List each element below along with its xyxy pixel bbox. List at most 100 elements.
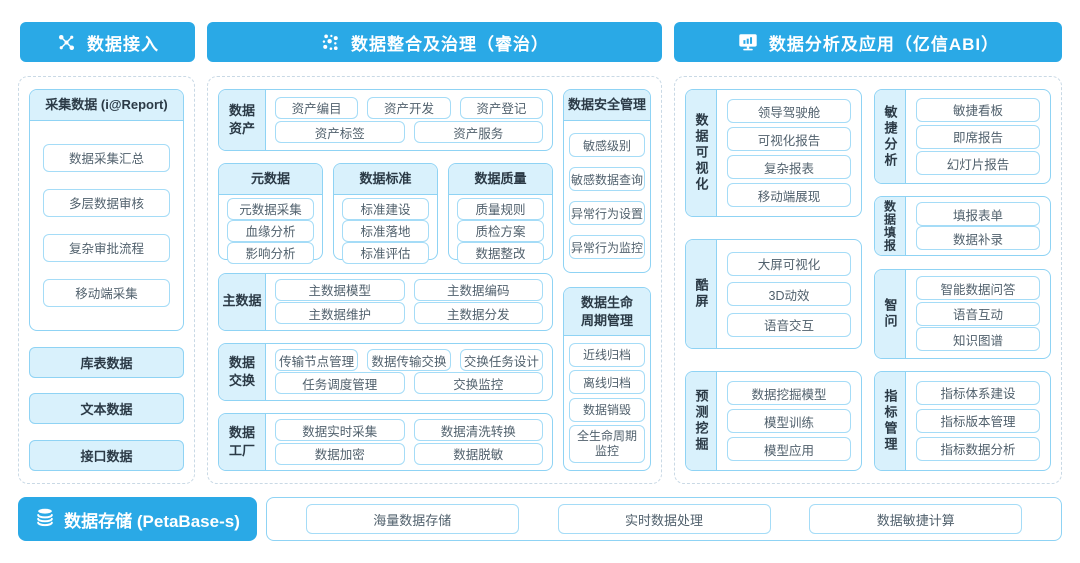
group-label: 预测挖掘 (686, 372, 717, 470)
feature-box: 数据加密 (275, 442, 405, 465)
header-data-storage: 数据存储 (PetaBase-s) (18, 497, 257, 541)
group-metadata: 元数据 元数据采集 血缘分析 影响分析 (218, 163, 323, 264)
feature-box: 模型训练 (727, 409, 851, 433)
feature-box: 数据传输交换 (367, 349, 451, 372)
source-box-api-data: 接口数据 (29, 439, 184, 471)
feature-box: 异常行为设置 (569, 201, 645, 226)
feature-box: 数据敏捷计算 (809, 504, 1023, 534)
feature-box: 主数据模型 (275, 278, 405, 301)
feature-box: 指标数据分析 (916, 436, 1040, 461)
monitor-chart-icon (737, 31, 759, 53)
group-data-reporting: 数据填报 填报表单 数据补录 (874, 196, 1051, 257)
group-title: 数据安全管理 (564, 90, 650, 121)
group-label: 酷屏 (686, 240, 717, 348)
feature-box: 数据实时采集 (275, 419, 405, 442)
group-indicator-management: 指标管理 指标体系建设 指标版本管理 指标数据分析 (874, 370, 1051, 471)
group-ireport-collection: 采集数据 (i@Report) 数据采集汇总 多层数据审核 复杂审批流程 移动端… (29, 89, 184, 331)
feature-box: 领导驾驶舱 (727, 99, 851, 123)
feature-box: 3D动效 (727, 282, 851, 306)
feature-box: 质检方案 (457, 219, 544, 242)
header-label: 数据存储 (PetaBase-s) (64, 511, 240, 531)
feature-box: 海量数据存储 (305, 504, 519, 534)
feature-box: 资产编目 (275, 96, 359, 119)
group-label: 数据可视化 (686, 90, 717, 216)
feature-box: 资产标签 (275, 121, 405, 144)
feature-box: 多层数据审核 (43, 188, 170, 217)
feature-box: 数据补录 (916, 226, 1040, 251)
group-label: 数据 交换 (219, 343, 266, 400)
source-box-table-data: 库表数据 (29, 346, 184, 378)
group-data-standard: 数据标准 标准建设 标准落地 标准评估 (333, 163, 438, 264)
dots-cluster-icon (320, 32, 341, 53)
feature-box: 影响分析 (227, 241, 314, 264)
database-icon (35, 506, 55, 533)
feature-box: 标准落地 (342, 219, 429, 242)
group-cool-screen: 酷屏 大屏可视化 3D动效 语音交互 (685, 239, 862, 349)
panel-data-analysis: 数据可视化 领导驾驶舱 可视化报告 复杂报表 移动端展现 酷屏 大屏可视化 3D… (674, 76, 1062, 484)
feature-box: 主数据分发 (413, 302, 543, 325)
group-master-data: 主数据 主数据模型 主数据编码 主数据维护 主数据分发 (218, 272, 553, 331)
group-data-factory: 数据 工厂 数据实时采集 数据清洗转换 数据加密 数据脱敏 (218, 413, 553, 471)
panel-data-governance: 数据 资产 资产编目 资产开发 资产登记 资产标签 资产服务 元数据 (207, 76, 662, 484)
feature-box: 资产服务 (413, 121, 543, 144)
feature-box: 指标体系建设 (916, 380, 1040, 405)
group-data-lifecycle: 数据生命 周期管理 近线归档 离线归档 数据销毁 全生命周期 监控 (563, 287, 651, 471)
feature-box: 语音互动 (916, 301, 1040, 326)
group-data-security: 数据安全管理 敏感级别 敏感数据查询 异常行为设置 异常行为监控 (563, 89, 651, 273)
group-label: 敏捷分析 (875, 90, 906, 183)
network-nodes-icon (56, 32, 77, 53)
header-label: 数据整合及治理（睿治） (351, 34, 549, 54)
feature-box: 交换监控 (413, 372, 543, 395)
group-label: 主数据 (219, 273, 266, 330)
feature-box: 敏感数据查询 (569, 167, 645, 192)
feature-box: 复杂报表 (727, 155, 851, 179)
storage-capabilities-box: 海量数据存储 实时数据处理 数据敏捷计算 (266, 497, 1062, 541)
feature-box: 数据采集汇总 (43, 143, 170, 172)
feature-box: 智能数据问答 (916, 276, 1040, 301)
feature-box: 大屏可视化 (727, 251, 851, 276)
feature-box: 主数据编码 (413, 278, 543, 301)
feature-box: 即席报告 (916, 124, 1040, 149)
group-data-exchange: 数据 交换 传输节点管理 数据传输交换 交换任务设计 任务调度管理 交换监控 (218, 342, 553, 401)
group-title: 元数据 (219, 164, 322, 195)
feature-box: 标准评估 (342, 241, 429, 264)
header-data-governance: 数据整合及治理（睿治） (207, 22, 662, 62)
group-title: 数据标准 (334, 164, 437, 195)
feature-box: 实时数据处理 (557, 504, 771, 534)
header-data-ingest: 数据接入 (20, 22, 195, 62)
group-title: 数据质量 (449, 164, 552, 195)
feature-box: 元数据采集 (227, 197, 314, 220)
feature-box: 数据整改 (457, 241, 544, 264)
feature-box: 异常行为监控 (569, 235, 645, 260)
feature-box: 指标版本管理 (916, 408, 1040, 433)
feature-box: 资产开发 (367, 96, 451, 119)
group-smart-qa: 智问 智能数据问答 语音互动 知识图谱 (874, 268, 1051, 359)
feature-box: 敏捷看板 (916, 97, 1040, 122)
group-label: 数据 资产 (219, 90, 266, 150)
header-data-analysis: 数据分析及应用（亿信ABI） (674, 22, 1062, 62)
feature-box: 移动端采集 (43, 278, 170, 307)
feature-box: 全生命周期 监控 (569, 425, 645, 464)
group-title: 数据生命 周期管理 (564, 288, 650, 337)
feature-box: 幻灯片报告 (916, 151, 1040, 176)
feature-box: 数据销毁 (569, 397, 645, 422)
header-label: 数据分析及应用（亿信ABI） (768, 34, 1000, 54)
feature-box: 任务调度管理 (275, 372, 405, 395)
feature-box: 血缘分析 (227, 219, 314, 242)
group-agile-analysis: 敏捷分析 敏捷看板 即席报告 幻灯片报告 (874, 89, 1051, 184)
group-data-visualization: 数据可视化 领导驾驶舱 可视化报告 复杂报表 移动端展现 (685, 89, 862, 217)
feature-box: 知识图谱 (916, 327, 1040, 352)
group-title: 采集数据 (i@Report) (30, 90, 183, 121)
feature-box: 可视化报告 (727, 127, 851, 151)
source-box-text-data: 文本数据 (29, 393, 184, 425)
feature-box: 敏感级别 (569, 133, 645, 158)
header-label: 数据接入 (87, 34, 159, 54)
feature-box: 移动端展现 (727, 183, 851, 207)
feature-box: 数据挖掘模型 (727, 381, 851, 405)
group-label: 数据填报 (875, 197, 906, 256)
feature-box: 近线归档 (569, 342, 645, 367)
feature-box: 模型应用 (727, 437, 851, 461)
group-data-asset: 数据 资产 资产编目 资产开发 资产登记 资产标签 资产服务 (218, 89, 553, 151)
feature-box: 主数据维护 (275, 302, 405, 325)
